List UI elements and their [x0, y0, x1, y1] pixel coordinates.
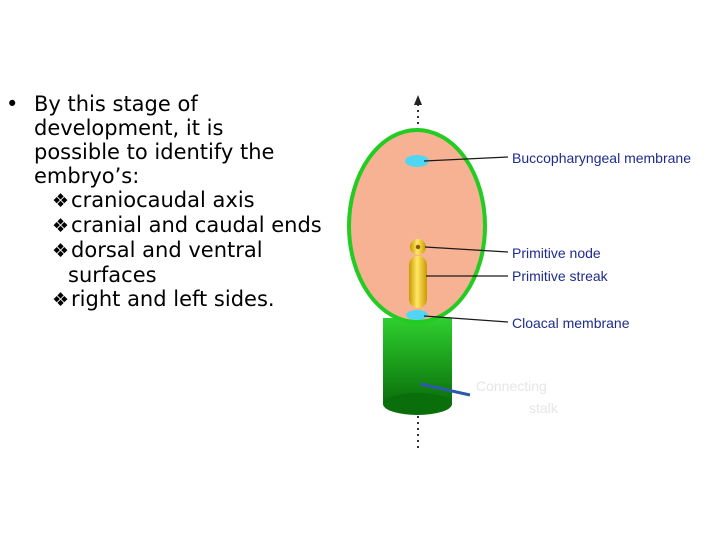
- sub-bullet-item: ❖craniocaudal axis: [52, 188, 255, 212]
- stalk-body: [383, 318, 452, 404]
- diamond-bullet-icon: ❖: [52, 240, 70, 262]
- sub-bullet-continuation: surfaces: [68, 263, 157, 287]
- bullet-line: embryo’s:: [34, 164, 140, 188]
- node-pointer-line: [424, 246, 509, 253]
- primitive-streak-label: Primitive streak: [512, 268, 609, 284]
- cloacal-membrane-label: Cloacal membrane: [512, 315, 630, 331]
- sub-bullet-item: ❖dorsal and ventral: [52, 238, 263, 262]
- cloacal-membrane: [406, 310, 428, 320]
- sub-bullet-item: ❖right and left sides.: [52, 287, 275, 311]
- bullet-line: •By this stage of: [6, 92, 198, 116]
- primitive-node-label: Primitive node: [512, 245, 601, 261]
- connecting-stalk-label-line2: stalk: [529, 400, 559, 416]
- bullet-line: possible to identify the: [34, 140, 275, 164]
- primitive-pit: [415, 244, 421, 250]
- connecting-stalk-label-line1: Connecting: [476, 378, 547, 394]
- diamond-bullet-icon: ❖: [52, 215, 70, 237]
- stalk-base: [383, 393, 452, 415]
- primitive-streak: [409, 256, 427, 308]
- axis-arrowhead-icon: [414, 95, 422, 105]
- diamond-bullet-icon: ❖: [52, 289, 70, 311]
- buccopharyngeal-pointer-line: [423, 156, 509, 162]
- embryonic-disc: [347, 128, 487, 324]
- bullet-line: development, it is: [34, 116, 224, 140]
- buccopharyngeal-label: Buccopharyngeal membrane: [512, 150, 691, 166]
- connecting-stalk: [383, 318, 452, 415]
- stalk-pointer-line: [419, 382, 471, 397]
- sub-bullet-item: ❖cranial and caudal ends: [52, 213, 322, 237]
- bullet-list: •By this stage of development, it is pos…: [6, 92, 346, 312]
- bullet-dot: •: [6, 92, 19, 116]
- diamond-bullet-icon: ❖: [52, 190, 70, 212]
- buccopharyngeal-membrane: [405, 155, 429, 167]
- cloacal-pointer-line: [423, 315, 509, 323]
